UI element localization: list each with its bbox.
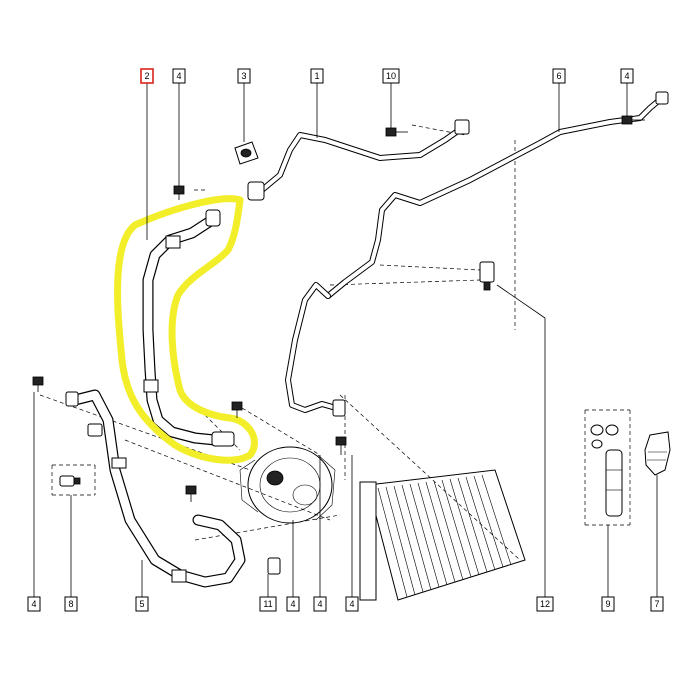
- hose-2[interactable]: [142, 209, 235, 447]
- sensor-icon[interactable]: [267, 557, 281, 575]
- callout-7[interactable]: 7: [650, 596, 664, 612]
- fitting-icon[interactable]: [644, 431, 671, 476]
- sensor-icon[interactable]: [479, 261, 495, 291]
- svg-text:10: 10: [386, 71, 396, 81]
- callout-4[interactable]: 4: [286, 596, 300, 612]
- svg-text:9: 9: [605, 599, 610, 609]
- svg-text:4: 4: [31, 599, 36, 609]
- callout-9[interactable]: 9: [601, 596, 615, 612]
- callout-10[interactable]: 10: [382, 68, 400, 84]
- callout-8[interactable]: 8: [64, 596, 78, 612]
- svg-text:4: 4: [290, 599, 295, 609]
- svg-text:4: 4: [624, 71, 629, 81]
- plug-icon[interactable]: [59, 475, 81, 487]
- callout-1[interactable]: 1: [310, 68, 324, 84]
- svg-text:3: 3: [241, 71, 246, 81]
- assembly-frame: [39, 124, 631, 541]
- callout-12[interactable]: 12: [536, 596, 554, 612]
- bolt-icon[interactable]: [231, 401, 243, 418]
- svg-text:2: 2: [144, 71, 149, 81]
- callout-3[interactable]: 3: [237, 68, 251, 84]
- bolt-icon[interactable]: [385, 127, 408, 137]
- hose-5[interactable]: [65, 389, 246, 588]
- valve-icon[interactable]: [87, 423, 103, 437]
- callout-2[interactable]: 2: [140, 68, 154, 84]
- svg-text:4: 4: [176, 71, 181, 81]
- clip-icon[interactable]: [234, 141, 259, 165]
- svg-text:4: 4: [349, 599, 354, 609]
- filter-drier-icon[interactable]: [590, 424, 623, 517]
- callout-4[interactable]: 4: [620, 68, 634, 84]
- svg-text:7: 7: [654, 599, 659, 609]
- callout-4[interactable]: 4: [313, 596, 327, 612]
- svg-text:11: 11: [263, 599, 272, 609]
- pipe-1[interactable]: [247, 119, 470, 201]
- condenser-icon[interactable]: [339, 394, 526, 601]
- callout-4[interactable]: 4: [172, 68, 186, 84]
- svg-text:6: 6: [556, 71, 561, 81]
- pipe-6[interactable]: [285, 91, 669, 417]
- svg-text:8: 8: [68, 599, 73, 609]
- svg-text:4: 4: [317, 599, 322, 609]
- highlight-outline: [114, 195, 258, 464]
- compressor-icon[interactable]: [239, 446, 336, 524]
- callout-4[interactable]: 4: [27, 596, 41, 612]
- bolt-icon[interactable]: [32, 376, 44, 392]
- callout-11[interactable]: 11: [259, 596, 277, 612]
- svg-text:1: 1: [314, 71, 319, 81]
- callout-5[interactable]: 5: [135, 596, 149, 612]
- svg-text:5: 5: [139, 599, 144, 609]
- leader-lines: [33, 83, 658, 597]
- svg-text:12: 12: [540, 599, 550, 609]
- bolt-icon[interactable]: [335, 436, 347, 455]
- callout-4[interactable]: 4: [345, 596, 359, 612]
- bolt-icon[interactable]: [173, 185, 185, 200]
- bolt-icon[interactable]: [185, 485, 197, 502]
- callout-6[interactable]: 6: [552, 68, 566, 84]
